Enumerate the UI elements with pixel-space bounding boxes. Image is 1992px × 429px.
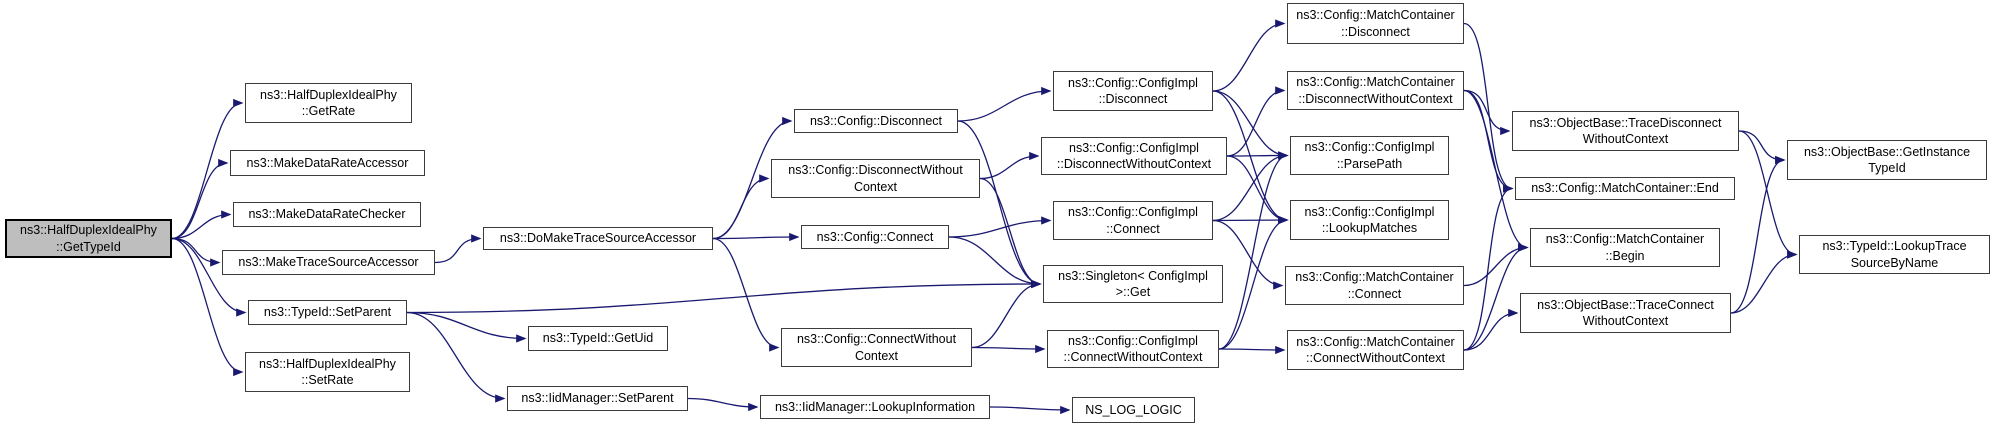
edge-traceConnectWC-to-getInstanceTypeId bbox=[1730, 155, 1786, 314]
graph-node-makeDataRateAccessor[interactable]: ns3::MakeDataRateAccessor bbox=[230, 150, 425, 176]
edge-mcConnectWC-to-traceConnectWC bbox=[1463, 308, 1519, 351]
graph-node-mcEnd[interactable]: ns3::Config::MatchContainer::End bbox=[1515, 177, 1735, 200]
edge-doMake-to-cfgConnectWC bbox=[712, 237, 780, 352]
edge-cfgConnectWC-to-singletonGet bbox=[971, 279, 1042, 349]
graph-node-implConnectWC[interactable]: ns3::Config::ConfigImpl ::ConnectWithout… bbox=[1047, 330, 1219, 368]
graph-node-getInstanceTypeId[interactable]: ns3::ObjectBase::GetInstance TypeId bbox=[1787, 140, 1987, 180]
graph-node-traceConnectWC[interactable]: ns3::ObjectBase::TraceConnect WithoutCon… bbox=[1520, 293, 1731, 333]
edge-doMake-to-cfgConnect bbox=[712, 232, 800, 242]
edge-cfgConnect-to-implConnect bbox=[948, 216, 1052, 238]
edge-implDisconnectWC-to-mcDisconnectWC bbox=[1226, 86, 1286, 157]
graph-node-mcDisconnectWC[interactable]: ns3::Config::MatchContainer ::Disconnect… bbox=[1287, 71, 1464, 110]
edge-getTypeId-to-makeDataRateAccessor bbox=[171, 158, 229, 240]
edge-traceConnectWC-to-lookupTraceSource bbox=[1730, 250, 1798, 314]
graph-node-implDisconnect[interactable]: ns3::Config::ConfigImpl ::Disconnect bbox=[1053, 71, 1213, 111]
edge-cfgConnectWC-to-implConnectWC bbox=[971, 344, 1046, 354]
graph-node-makeTraceSourceAccessor[interactable]: ns3::MakeTraceSourceAccessor bbox=[222, 250, 435, 275]
graph-node-setParent[interactable]: ns3::TypeId::SetParent bbox=[248, 300, 407, 325]
edge-iidSetParent-to-lookupInfo bbox=[687, 397, 759, 412]
graph-node-iidSetParent[interactable]: ns3::IidManager::SetParent bbox=[507, 386, 688, 411]
edge-implDisconnect-to-mcDisconnect bbox=[1212, 19, 1286, 92]
graph-node-mcConnect[interactable]: ns3::Config::MatchContainer ::Connect bbox=[1285, 266, 1464, 305]
graph-node-parsePath[interactable]: ns3::Config::ConfigImpl ::ParsePath bbox=[1290, 136, 1449, 175]
edge-mcDisconnect-to-mcEnd bbox=[1463, 22, 1514, 193]
edge-implConnectWC-to-mcConnectWC bbox=[1218, 345, 1286, 355]
edge-getTypeId-to-setRate bbox=[171, 237, 244, 377]
edge-implDisconnectWC-to-parsePath bbox=[1226, 151, 1289, 160]
edge-implConnectWC-to-parsePath bbox=[1218, 151, 1289, 350]
graph-node-lookupTraceSource[interactable]: ns3::TypeId::LookupTrace SourceByName bbox=[1799, 235, 1990, 274]
edge-getTypeId-to-getRate bbox=[171, 98, 244, 240]
edge-implConnect-to-parsePath bbox=[1212, 151, 1289, 222]
edge-mcDisconnectWC-to-traceDisconnectWC bbox=[1463, 89, 1511, 136]
edge-getTypeId-to-makeDataRateChecker bbox=[171, 210, 232, 240]
graph-node-cfgDisconnect[interactable]: ns3::Config::Disconnect bbox=[794, 109, 958, 133]
graph-node-cfgConnect[interactable]: ns3::Config::Connect bbox=[801, 225, 949, 249]
graph-node-makeDataRateChecker[interactable]: ns3::MakeDataRateChecker bbox=[233, 202, 421, 227]
edge-implConnectWC-to-lookupMatches bbox=[1218, 215, 1289, 350]
edge-lookupInfo-to-nsLogLogic bbox=[989, 405, 1071, 415]
graph-node-getRate[interactable]: ns3::HalfDuplexIdealPhy ::GetRate bbox=[245, 83, 412, 123]
graph-node-implDisconnectWC[interactable]: ns3::Config::ConfigImpl ::DisconnectWith… bbox=[1041, 137, 1227, 175]
edge-traceDisconnectWC-to-lookupTraceSource bbox=[1738, 130, 1798, 259]
edge-setParent-to-iidSetParent bbox=[406, 311, 506, 403]
graph-node-implConnect[interactable]: ns3::Config::ConfigImpl ::Connect bbox=[1053, 201, 1213, 240]
graph-node-cfgDisconnectWC[interactable]: ns3::Config::DisconnectWithout Context bbox=[771, 159, 980, 198]
edge-setParent-to-getUid bbox=[406, 311, 527, 343]
edge-getTypeId-to-setParent bbox=[171, 237, 247, 317]
edge-implDisconnect-to-parsePath bbox=[1212, 90, 1289, 160]
graph-node-getTypeId: ns3::HalfDuplexIdealPhy ::GetTypeId bbox=[5, 219, 172, 258]
graph-node-singletonGet[interactable]: ns3::Singleton< ConfigImpl >::Get bbox=[1043, 265, 1223, 303]
edge-implDisconnectWC-to-lookupMatches bbox=[1226, 155, 1289, 225]
graph-node-mcBegin[interactable]: ns3::Config::MatchContainer ::Begin bbox=[1530, 228, 1720, 267]
edge-mcConnectWC-to-mcEnd bbox=[1463, 184, 1514, 351]
edge-cfgDisconnect-to-singletonGet bbox=[957, 120, 1042, 289]
edge-cfgDisconnectWC-to-implDisconnectWC bbox=[979, 151, 1040, 180]
edges-group bbox=[171, 19, 1798, 415]
edge-mcConnectWC-to-mcBegin bbox=[1463, 243, 1529, 351]
graph-node-lookupInfo[interactable]: ns3::IidManager::LookupInformation bbox=[760, 395, 990, 419]
graph-node-traceDisconnectWC[interactable]: ns3::ObjectBase::TraceDisconnect Without… bbox=[1512, 111, 1739, 151]
edge-cfgDisconnectWC-to-singletonGet bbox=[979, 177, 1042, 289]
graph-node-cfgConnectWC[interactable]: ns3::Config::ConnectWithout Context bbox=[781, 328, 972, 367]
graph-node-getUid[interactable]: ns3::TypeId::GetUid bbox=[528, 326, 668, 351]
edge-makeTraceSourceAccessor-to-doMake bbox=[434, 234, 482, 264]
edge-mcConnect-to-mcBegin bbox=[1463, 243, 1529, 287]
graph-node-doMake[interactable]: ns3::DoMakeTraceSourceAccessor bbox=[483, 227, 713, 250]
edge-doMake-to-cfgDisconnectWC bbox=[712, 174, 770, 240]
graph-node-setRate[interactable]: ns3::HalfDuplexIdealPhy ::SetRate bbox=[245, 352, 410, 392]
graph-node-lookupMatches[interactable]: ns3::Config::ConfigImpl ::LookupMatches bbox=[1290, 200, 1449, 240]
edge-cfgDisconnect-to-implDisconnect bbox=[957, 86, 1052, 122]
edge-implConnect-to-lookupMatches bbox=[1212, 215, 1289, 225]
graph-node-mcConnectWC[interactable]: ns3::Config::MatchContainer ::ConnectWit… bbox=[1287, 330, 1464, 370]
graph-node-mcDisconnect[interactable]: ns3::Config::MatchContainer ::Disconnect bbox=[1287, 3, 1464, 44]
edge-setParent-to-singletonGet bbox=[406, 279, 1042, 314]
edge-getTypeId-to-makeTraceSourceAccessor bbox=[171, 237, 221, 267]
edge-implConnect-to-mcConnect bbox=[1212, 219, 1284, 290]
edge-cfgConnect-to-singletonGet bbox=[948, 236, 1042, 289]
graph-node-nsLogLogic[interactable]: NS_LOG_LOGIC bbox=[1072, 397, 1195, 423]
edge-mcDisconnectWC-to-mcBegin bbox=[1463, 89, 1529, 252]
edge-traceDisconnectWC-to-getInstanceTypeId bbox=[1738, 130, 1786, 165]
